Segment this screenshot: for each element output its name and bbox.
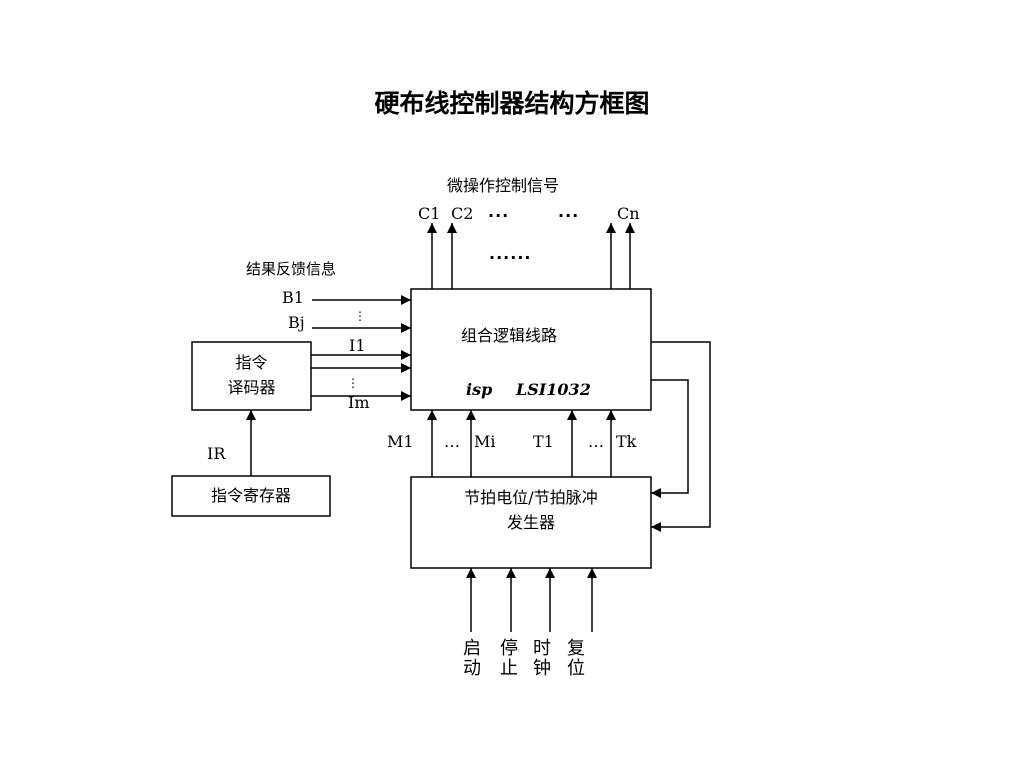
label-cn: Cn <box>617 204 640 223</box>
control-stop-bottom: 止 <box>500 658 518 679</box>
generator-line-1: 节拍电位/节拍脉冲 <box>464 488 598 507</box>
label-tk: Tk <box>616 432 637 451</box>
label-dots-1: ... <box>488 202 510 221</box>
loop-outer <box>651 341 711 532</box>
label-i1: I1 <box>349 336 366 355</box>
logic-box <box>410 288 652 411</box>
control-clock-top: 时 <box>533 638 551 659</box>
page-title: 硬布线控制器结构方框图 <box>374 89 650 118</box>
decoder-line-2: 译码器 <box>227 378 276 397</box>
label-t1: T1 <box>533 432 554 451</box>
register-label: 指令寄存器 <box>210 486 291 505</box>
control-reset-top: 复 <box>567 638 585 659</box>
label-dots-t: … <box>588 432 604 451</box>
label-im: Im <box>348 393 370 412</box>
feedback-heading: 结果反馈信息 <box>246 260 337 278</box>
logic-chip: LSI1032 <box>516 380 591 399</box>
label-ir: IR <box>207 444 226 463</box>
label-bj: Bj <box>288 313 305 332</box>
control-stop-top: 停 <box>500 638 518 659</box>
feedback-vdots: ⋮ <box>354 309 366 323</box>
control-clock-bottom: 钟 <box>533 658 551 679</box>
label-c2: C2 <box>451 204 474 223</box>
signals-heading: 微操作控制信号 <box>447 176 560 195</box>
control-start-top: 启 <box>463 638 481 659</box>
logic-isp: isp <box>466 380 493 399</box>
decoder-line-1: 指令 <box>235 353 268 372</box>
control-start-bottom: 动 <box>463 658 481 679</box>
control-reset-bottom: 位 <box>567 658 585 679</box>
label-c1: C1 <box>418 204 441 223</box>
logic-name: 组合逻辑线路 <box>461 326 558 345</box>
generator-line-2: 发生器 <box>506 513 555 532</box>
label-dots-2: ... <box>558 202 580 221</box>
label-dots-m: … <box>444 432 460 451</box>
label-mid-dots: ...... <box>489 244 532 263</box>
decoder-vdots: ⋮ <box>347 376 359 390</box>
label-b1: B1 <box>282 288 304 307</box>
loop-inner <box>651 379 689 498</box>
label-m1: M1 <box>387 432 414 451</box>
label-mi: Mi <box>474 432 496 451</box>
